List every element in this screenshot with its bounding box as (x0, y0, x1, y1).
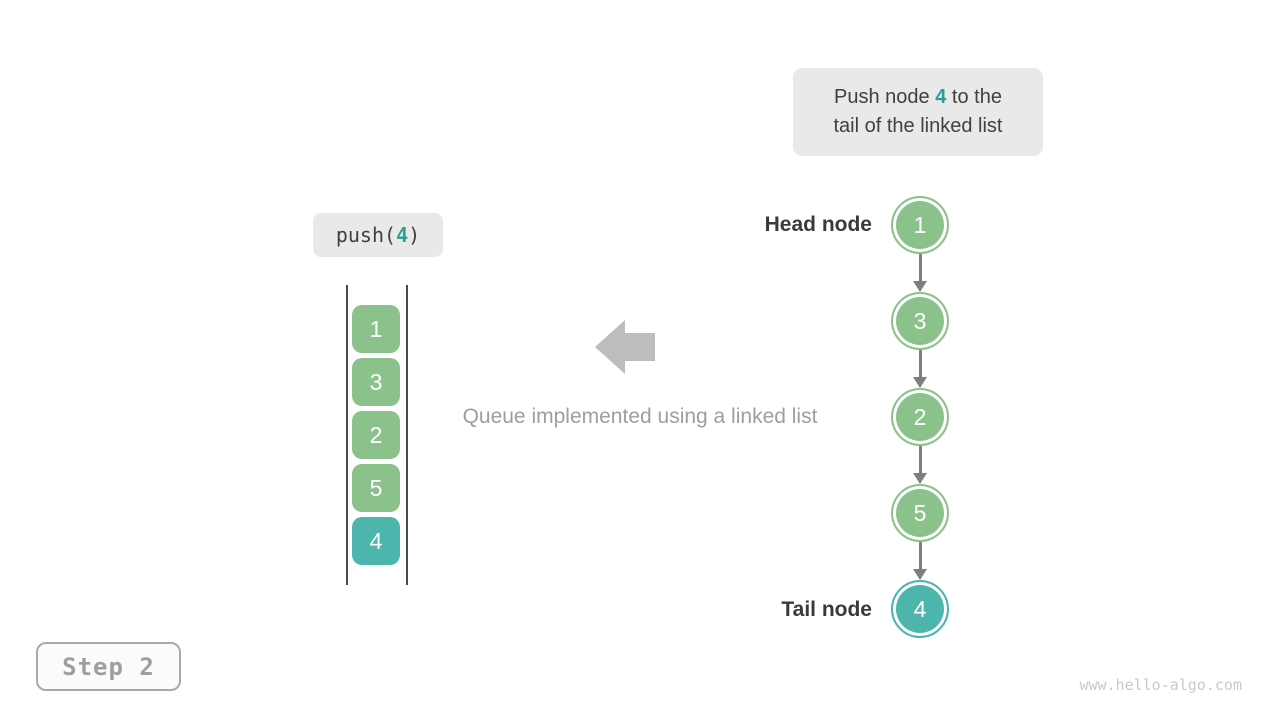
queue-item: 1 (352, 305, 400, 353)
step-badge: Step 2 (36, 642, 181, 691)
down-arrow-icon (913, 542, 927, 580)
down-arrow-icon (913, 446, 927, 484)
head-node-label: Head node (764, 213, 872, 236)
queue-items: 1 3 2 5 4 (352, 305, 400, 565)
list-node: 3 (891, 292, 949, 350)
push-close-paren: ) (408, 223, 421, 247)
queue-item: 5 (352, 464, 400, 512)
arrow-shaft (918, 254, 922, 281)
list-node: 2 (891, 388, 949, 446)
list-node: 5 (891, 484, 949, 542)
watermark-text: www.hello-algo.com (1079, 676, 1242, 694)
left-block-arrow-icon (595, 320, 655, 374)
callout-text-before: Push node (834, 86, 936, 108)
callout-value: 4 (935, 86, 947, 108)
tail-node-label: Tail node (781, 598, 872, 621)
callout-line-2: tail of the linked list (793, 112, 1043, 141)
arrow-shaft (918, 350, 922, 377)
arrow-head (913, 377, 927, 388)
arrow-head (913, 281, 927, 292)
arrow-shaft (918, 446, 922, 473)
queue-item: 3 (352, 358, 400, 406)
arrow-shaft (918, 542, 922, 569)
arrow-head (913, 569, 927, 580)
list-node-tail: 4 (891, 580, 949, 638)
down-arrow-icon (913, 350, 927, 388)
push-fn-text: push( (335, 223, 397, 247)
list-node: 1 (891, 196, 949, 254)
caption-text: Queue implemented using a linked list (462, 405, 818, 428)
callout-line2-text: tail of the linked list (833, 115, 1003, 137)
callout-line-1: Push node 4 to the (793, 83, 1043, 112)
queue-wall-right (406, 285, 408, 585)
queue-item-pushed: 4 (352, 517, 400, 565)
queue-item: 2 (352, 411, 400, 459)
push-call-label: push(4) (313, 213, 443, 257)
queue-wall-left (346, 285, 348, 585)
push-node-callout: Push node 4 to the tail of the linked li… (793, 68, 1043, 156)
arrow-head (913, 473, 927, 484)
push-arg-value: 4 (396, 223, 409, 247)
callout-text-after: to the (946, 86, 1002, 108)
down-arrow-icon (913, 254, 927, 292)
